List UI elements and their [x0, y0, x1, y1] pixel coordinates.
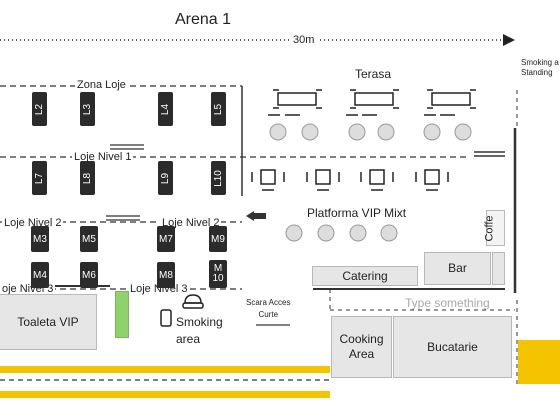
lodge-box: M8	[157, 262, 175, 288]
lodge-box: M7	[157, 226, 175, 252]
bar-side	[492, 252, 505, 285]
lodge-box: L9	[158, 161, 173, 195]
smoking-standing-label: Smoking a Standing	[521, 58, 559, 78]
green-door	[115, 291, 129, 338]
lodge-box: L10	[211, 161, 226, 195]
cooking-area-box: Cooking Area	[331, 316, 392, 378]
lodge-box: M5	[80, 226, 98, 252]
page-title: Arena 1	[175, 11, 232, 28]
coffe-box: Coffe	[483, 210, 505, 246]
terasa-label: Terasa	[355, 67, 392, 81]
lodge-box: M9	[209, 226, 227, 252]
bucatarie-box: Bucatarie	[393, 316, 512, 378]
lodge-box: L3	[80, 92, 95, 126]
toaleta-vip-box: Toaleta VIP	[0, 294, 97, 350]
loje-nivel-2-left-label: Loje Nivel 2	[2, 217, 64, 229]
loje-nivel-1-label: Loje Nivel 1	[72, 151, 134, 163]
bar-box: Bar	[424, 252, 491, 285]
lodge-box: M4	[31, 262, 49, 288]
loje-nivel-2-right-label: Loje Nivel 2	[160, 217, 222, 229]
platforma-label: Platforma VIP Mixt	[307, 206, 407, 220]
scale-label: 30m	[290, 35, 318, 46]
lodge-box: M6	[80, 262, 98, 288]
lodge-box: L4	[158, 92, 173, 126]
lodge-box: L2	[32, 92, 47, 126]
lodge-box: M 10	[209, 260, 227, 288]
scara-label: Scara Acces Curte	[246, 298, 291, 320]
lodge-box: L8	[80, 161, 95, 195]
loje-nivel-3-left-label: oje Nivel 3	[0, 283, 56, 295]
lodge-box: L7	[32, 161, 47, 195]
smoking-area-label: Smoking area	[176, 315, 223, 346]
catering-box: Catering	[312, 266, 418, 286]
lodge-box: M3	[31, 226, 49, 252]
coffe-label: Coffe	[483, 215, 496, 242]
loje-nivel-3-right-label: Loje Nivel 3	[128, 283, 190, 295]
zona-loje-label: Zona Loje	[75, 79, 128, 91]
type-something-text[interactable]: Type something	[405, 296, 490, 310]
lodge-box: L5	[211, 92, 226, 126]
